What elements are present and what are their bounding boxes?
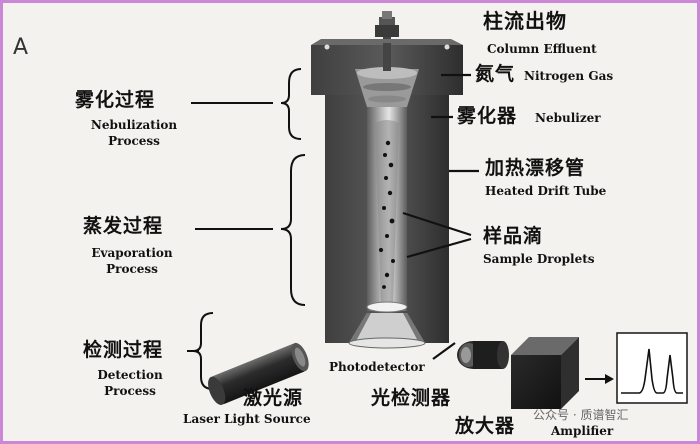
- nitrogen-gas-zh: 氮气: [475, 63, 516, 85]
- nebulizer-en: Nebulizer: [535, 111, 601, 125]
- nitrogen-gas-en: Nitrogen Gas: [524, 69, 614, 83]
- watermark: 公众号 · 质谱智汇: [533, 408, 629, 422]
- sample-droplets-zh: 样品滴: [483, 225, 544, 247]
- exit-cone: [348, 313, 426, 349]
- detection-process-en1: Detection: [97, 368, 163, 382]
- evaporation-process-en2: Process: [106, 262, 158, 276]
- output-arrow: [585, 374, 614, 384]
- sample-droplets-en: Sample Droplets: [483, 252, 595, 266]
- amplifier-cube: [511, 337, 579, 409]
- laser-light-source-zh: 激光源: [243, 387, 304, 409]
- process-braces: [187, 68, 306, 390]
- nebulizer-zh: 雾化器: [457, 105, 518, 127]
- nebulizer-chamber: [355, 43, 419, 107]
- evaporation-process-zh: 蒸发过程: [83, 215, 164, 237]
- detection-process-zh: 检测过程: [83, 339, 164, 361]
- photodetector-en: Photodetector: [329, 360, 425, 374]
- amplifier-zh: 放大器: [455, 415, 516, 437]
- inner-drift-tube: [366, 107, 408, 313]
- elsd-schematic: [187, 11, 688, 409]
- heated-drift-tube-en: Heated Drift Tube: [485, 184, 607, 198]
- laser-cylinder: [208, 342, 309, 405]
- panel-label: A: [13, 35, 29, 60]
- amplifier-en: Amplifier: [551, 424, 614, 438]
- detection-process-en2: Process: [104, 384, 156, 398]
- photodetector-zh: 光检测器: [371, 387, 452, 409]
- photodetector-device: [457, 341, 509, 369]
- chromatogram-output: [616, 332, 688, 404]
- heated-drift-tube-zh: 加热漂移管: [485, 157, 586, 179]
- nebulization-process-en2: Process: [108, 134, 160, 148]
- nebulization-process-en1: Nebulization: [90, 118, 178, 132]
- nebulization-process-zh: 雾化过程: [75, 89, 156, 111]
- column-effluent-zh: 柱流出物: [483, 9, 567, 33]
- column-effluent-en: Column Effluent: [487, 42, 597, 56]
- evaporation-process-en1: Evaporation: [91, 246, 173, 260]
- right-leader-lines: [402, 73, 479, 360]
- laser-light-source-en: Laser Light Source: [183, 412, 311, 426]
- sample-droplets: [378, 140, 395, 289]
